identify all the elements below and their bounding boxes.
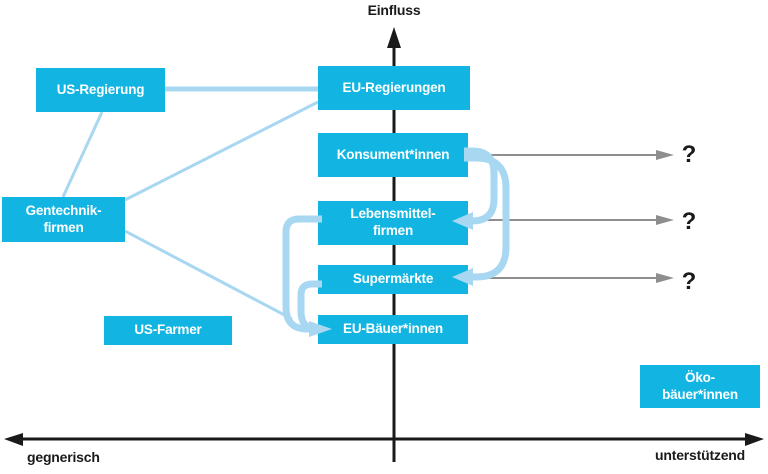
node-lebensmittel-firmen: Lebensmittel- firmen xyxy=(318,201,468,245)
gray-arrow-supermaerkte-head-icon xyxy=(656,273,674,283)
connector-gentechnik-euregierungen xyxy=(124,100,319,202)
connector-usregierung-gentechnik xyxy=(61,111,104,198)
curve-konsument-lebensmittel-head-icon xyxy=(452,212,473,230)
question-mark-3: ? xyxy=(681,268,697,295)
node-eu-regierungen: EU-Regierungen xyxy=(318,66,470,110)
x-axis-left-label: gegnerisch xyxy=(27,449,100,465)
y-axis-label: Einfluss xyxy=(367,2,421,18)
gray-arrow-lebensmittel-head-icon xyxy=(656,215,674,225)
node-us-farmer: US-Farmer xyxy=(104,316,232,345)
y-axis-arrowhead-icon xyxy=(387,27,401,48)
question-mark-2: ? xyxy=(681,208,697,235)
node-konsumentinnen: Konsument*innen xyxy=(318,133,468,177)
node-us-regierung: US-Regierung xyxy=(36,68,165,112)
curve-konsument-supermaerkte-head-icon xyxy=(452,268,473,286)
node-eu-baeuerinnen: EU-Bäuer*innen xyxy=(318,315,468,344)
x-axis-right-label: unterstützend xyxy=(655,447,745,463)
curve-eubaeuerinnen-head-icon xyxy=(309,321,332,337)
curve-konsument-lebensmittel xyxy=(464,147,498,225)
gray-arrow-konsument-head-icon xyxy=(656,150,674,160)
node-supermaerkte: Supermärkte xyxy=(318,265,468,294)
curve-konsument-supermaerkte xyxy=(464,154,510,281)
connector-gentechnik-eubaeuerinnen xyxy=(124,229,293,321)
x-axis-right-arrowhead-icon xyxy=(745,433,764,446)
node-gentechnik-firmen: Gentechnik- firmen xyxy=(2,197,125,242)
node-oeko-baeuerinnen: Öko- bäuer*innen xyxy=(640,365,760,408)
curve-lebensmittel-eubaeuerinnen xyxy=(282,215,322,333)
question-mark-1: ? xyxy=(681,141,697,168)
curve-supermaerkte-eubaeuerinnen xyxy=(297,280,322,332)
x-axis-left-arrowhead-icon xyxy=(4,433,23,446)
